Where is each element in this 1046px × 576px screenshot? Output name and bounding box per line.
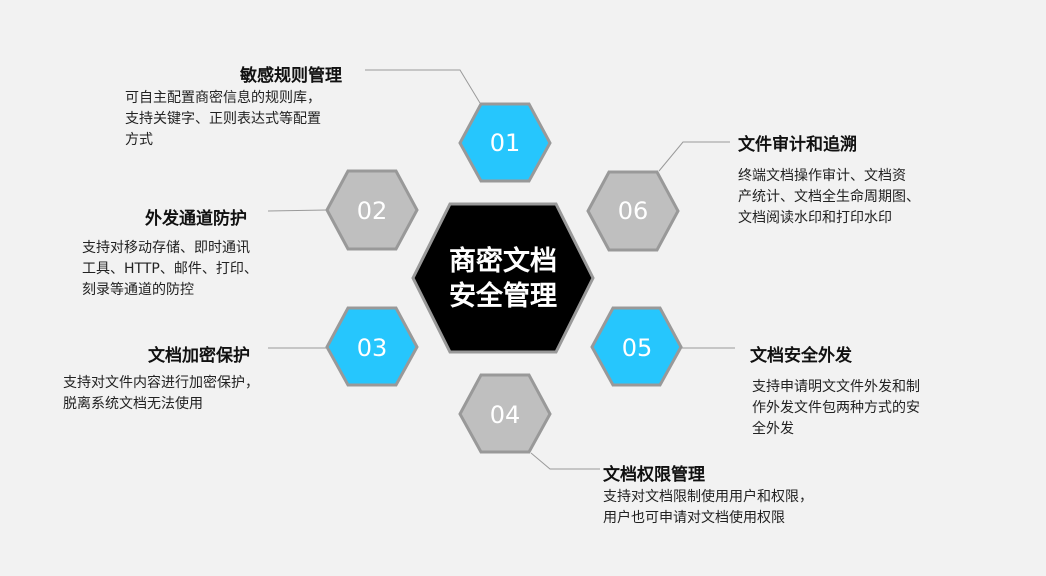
center-title-line: 商密文档 [449,246,557,277]
desc-line: 产统计、文档全生命周期图、 [738,189,920,205]
desc-line: 支持对文件内容进行加密保护， [63,375,259,391]
desc-line: 文档阅读水印和打印水印 [738,210,892,226]
item-title-03: 文档加密保护 [148,346,250,366]
desc-line: 支持对文档限制使用用户和权限， [603,489,813,505]
connector-04 [530,452,600,470]
hex-number-04: 04 [489,401,521,429]
hex-number-01: 01 [489,129,521,157]
desc-line: 终端文档操作审计、文档资 [738,168,906,184]
hexagon-01 [458,102,552,183]
item-desc-03: 支持对文件内容进行加密保护， 脱离系统文档无法使用 [63,373,259,415]
hexagon-05 [590,306,683,387]
item-desc-01: 可自主配置商密信息的规则库， 支持关键字、正则表达式等配置 方式 [125,88,321,151]
center-title-line: 安全管理 [449,281,557,312]
item-title-01: 敏感规则管理 [240,66,342,86]
hex-number-03: 03 [356,334,388,362]
desc-line: 作外发文件包两种方式的安 [752,400,920,416]
desc-line: 全外发 [752,421,794,437]
hexagon-04 [458,373,552,454]
item-desc-06: 终端文档操作审计、文档资 产统计、文档全生命周期图、 文档阅读水印和打印水印 [738,166,920,229]
hexagon-02 [325,169,419,251]
desc-line: 用户也可申请对文档使用权限 [603,510,785,526]
item-desc-02: 支持对移动存储、即时通讯 工具、HTTP、邮件、打印、 刻录等通道的防控 [82,238,258,301]
item-title-02: 外发通道防护 [145,209,247,229]
item-title-06: 文件审计和追溯 [738,135,857,155]
hex-number-02: 02 [356,197,388,225]
desc-line: 支持对移动存储、即时通讯 [82,240,250,256]
hexagon-03 [325,306,419,387]
connector-06 [658,141,730,172]
desc-line: 工具、HTTP、邮件、打印、 [82,261,258,277]
connector-01 [365,69,481,104]
desc-line: 方式 [125,132,153,148]
item-desc-05: 支持申请明文文件外发和制 作外发文件包两种方式的安 全外发 [752,377,920,440]
hexagon-06 [586,170,680,252]
desc-line: 支持申请明文文件外发和制 [752,379,920,395]
item-title-04: 文档权限管理 [603,465,705,485]
desc-line: 可自主配置商密信息的规则库， [125,90,321,106]
hex-number-06: 06 [617,197,649,225]
hex-number-05: 05 [621,334,653,362]
center-title: 商密文档 安全管理 [413,244,593,314]
item-title-05: 文档安全外发 [750,346,852,366]
desc-line: 刻录等通道的防控 [82,282,194,298]
item-desc-04: 支持对文档限制使用用户和权限， 用户也可申请对文档使用权限 [603,487,813,529]
connector-02 [267,209,328,212]
desc-line: 支持关键字、正则表达式等配置 [125,111,321,127]
desc-line: 脱离系统文档无法使用 [63,396,203,412]
center-hexagon [411,202,595,354]
